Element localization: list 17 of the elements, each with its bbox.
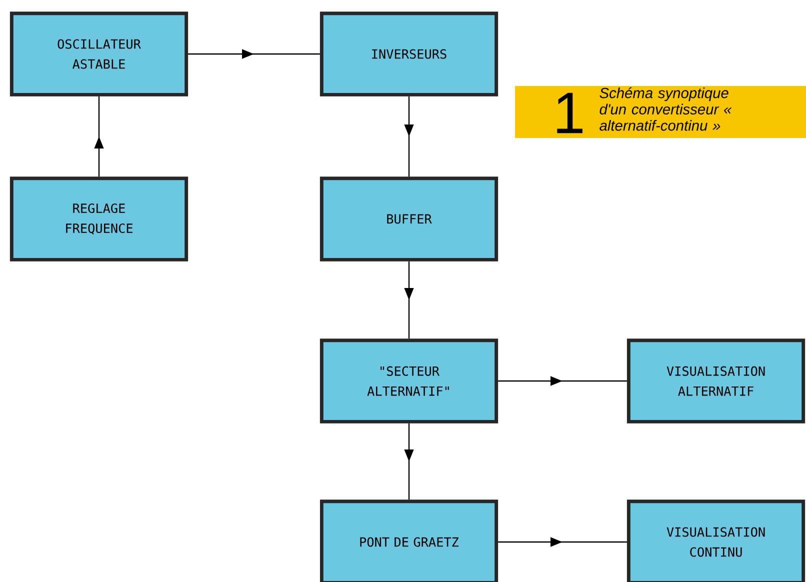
block-box: INVERSEURS xyxy=(320,12,498,96)
block-box: PONT DE GRAETZ xyxy=(320,500,498,582)
block-box: "SECTEUR ALTERNATIF" xyxy=(320,338,498,424)
caption-text: Schéma synoptique d'un convertisseur « alternatif-continu » xyxy=(600,87,732,131)
block-box: OSCILLATEUR ASTABLE xyxy=(10,12,188,96)
block-box: VISUALISATION ALTERNATIF xyxy=(626,338,806,424)
arrow xyxy=(404,96,414,177)
arrow xyxy=(404,423,414,500)
block-box: BUFFER xyxy=(320,176,498,262)
block-box: VISUALISATION CONTINU xyxy=(626,500,806,582)
arrow xyxy=(498,537,627,547)
figure-number: 1 xyxy=(557,92,582,134)
arrow xyxy=(404,261,414,339)
block-box: REGLAGE FREQUENCE xyxy=(10,176,188,262)
arrow xyxy=(94,96,104,177)
arrow xyxy=(498,376,627,386)
arrow xyxy=(188,49,320,59)
